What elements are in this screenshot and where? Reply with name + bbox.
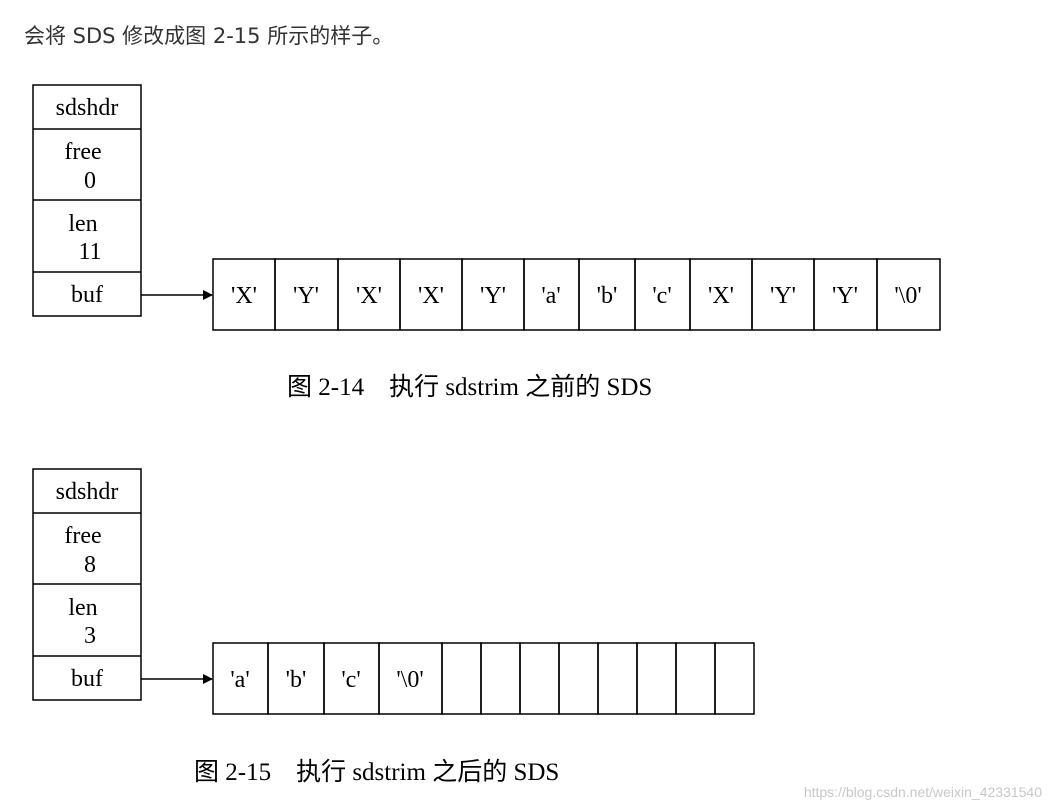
buffer-cell (675, 642, 716, 715)
free-label: free (64, 139, 101, 165)
buffer-cell-text: 'Y' (293, 283, 319, 309)
buffer-cell (519, 642, 560, 715)
figure-caption: 图 2-15 执行 sdstrim 之后的 SDS (194, 758, 559, 786)
sdshdr-title: sdshdr (56, 95, 119, 121)
buffer-cell (441, 642, 482, 715)
free-value: 8 (84, 552, 96, 578)
buffer-array: 'a' 'b' 'c' '\0' (212, 642, 755, 715)
buf-label: buf (71, 666, 103, 692)
len-label: len (68, 211, 97, 237)
len-value: 11 (78, 239, 101, 265)
buffer-cell-text: 'b' (286, 667, 307, 693)
buffer-cell-text: 'X' (231, 283, 257, 309)
len-value: 3 (84, 623, 96, 649)
intro-text: 会将 SDS 修改成图 2-15 所示的样子。 (24, 24, 394, 48)
buffer-cell-text: 'b' (597, 283, 618, 309)
sdshdr-title: sdshdr (56, 479, 119, 505)
free-label: free (64, 523, 101, 549)
figure-2-14: sdshdr free 0 len 11 buf 'X' 'Y' 'X' 'X'… (32, 84, 941, 401)
buffer-cell (876, 258, 941, 331)
buffer-cell-text: 'a' (541, 283, 560, 309)
figure-2-15: sdshdr free 8 len 3 buf 'a' 'b' 'c' '\0' (32, 468, 755, 786)
free-value: 0 (84, 168, 96, 194)
buffer-cell-text: 'X' (708, 283, 734, 309)
buffer-cell-text: 'Y' (832, 283, 858, 309)
buffer-cell-text: 'Y' (480, 283, 506, 309)
buffer-cell (558, 642, 599, 715)
buffer-cell-text: 'Y' (770, 283, 796, 309)
sdshdr-struct: sdshdr free 0 len 11 buf (32, 84, 142, 317)
watermark: https://blog.csdn.net/weixin_42331540 (803, 784, 1042, 800)
buffer-cell-text: 'c' (652, 283, 671, 309)
buffer-cell-text: 'c' (341, 667, 360, 693)
buf-label: buf (71, 282, 103, 308)
buffer-cell (480, 642, 521, 715)
buffer-array: 'X' 'Y' 'X' 'X' 'Y' 'a' 'b' 'c' 'X' 'Y' … (212, 258, 941, 331)
len-label: len (68, 595, 97, 621)
buffer-cell (714, 642, 755, 715)
sdshdr-struct: sdshdr free 8 len 3 buf (32, 468, 142, 701)
buffer-cell-text: 'X' (356, 283, 382, 309)
buffer-cell-text: 'X' (418, 283, 444, 309)
buffer-cell-text: '\0' (894, 283, 921, 309)
buffer-cell (636, 642, 677, 715)
figure-caption: 图 2-14 执行 sdstrim 之前的 SDS (287, 373, 652, 401)
buffer-cell (597, 642, 638, 715)
buffer-cell-text: 'a' (230, 667, 249, 693)
buffer-cell-text: '\0' (396, 667, 423, 693)
